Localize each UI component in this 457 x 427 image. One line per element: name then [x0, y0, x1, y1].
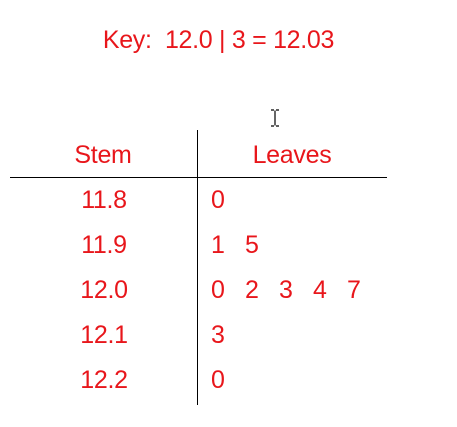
leaf-value: 1 — [211, 231, 225, 259]
leaf-value: 3 — [279, 276, 293, 304]
stem-value: 11.9 — [81, 231, 127, 259]
stem-value: 12.1 — [80, 321, 128, 349]
stem-value: 12.2 — [80, 366, 128, 394]
leaf-list: 0 — [211, 186, 245, 215]
leaf-value: 3 — [211, 321, 225, 349]
stem-value: 12.0 — [80, 276, 128, 304]
leaf-value: 4 — [313, 276, 327, 304]
leaf-value: 0 — [211, 186, 225, 214]
leaf-value: 0 — [211, 366, 225, 394]
stem-header: Stem — [74, 141, 132, 169]
stem-leaf-divider — [197, 130, 198, 405]
key-label: Key: 12.0 | 3 = 12.03 — [102, 26, 335, 54]
header-divider — [10, 177, 387, 178]
stem-value: 11.8 — [81, 186, 127, 214]
leaf-list: 0 — [211, 366, 245, 395]
leaves-header: Leaves — [252, 141, 332, 169]
text-cursor-icon — [271, 109, 279, 127]
leaf-value: 0 — [211, 276, 225, 304]
leaf-list: 3 — [211, 321, 245, 350]
leaf-value: 5 — [245, 231, 259, 259]
leaf-value: 2 — [245, 276, 259, 304]
leaf-value: 7 — [347, 276, 361, 304]
